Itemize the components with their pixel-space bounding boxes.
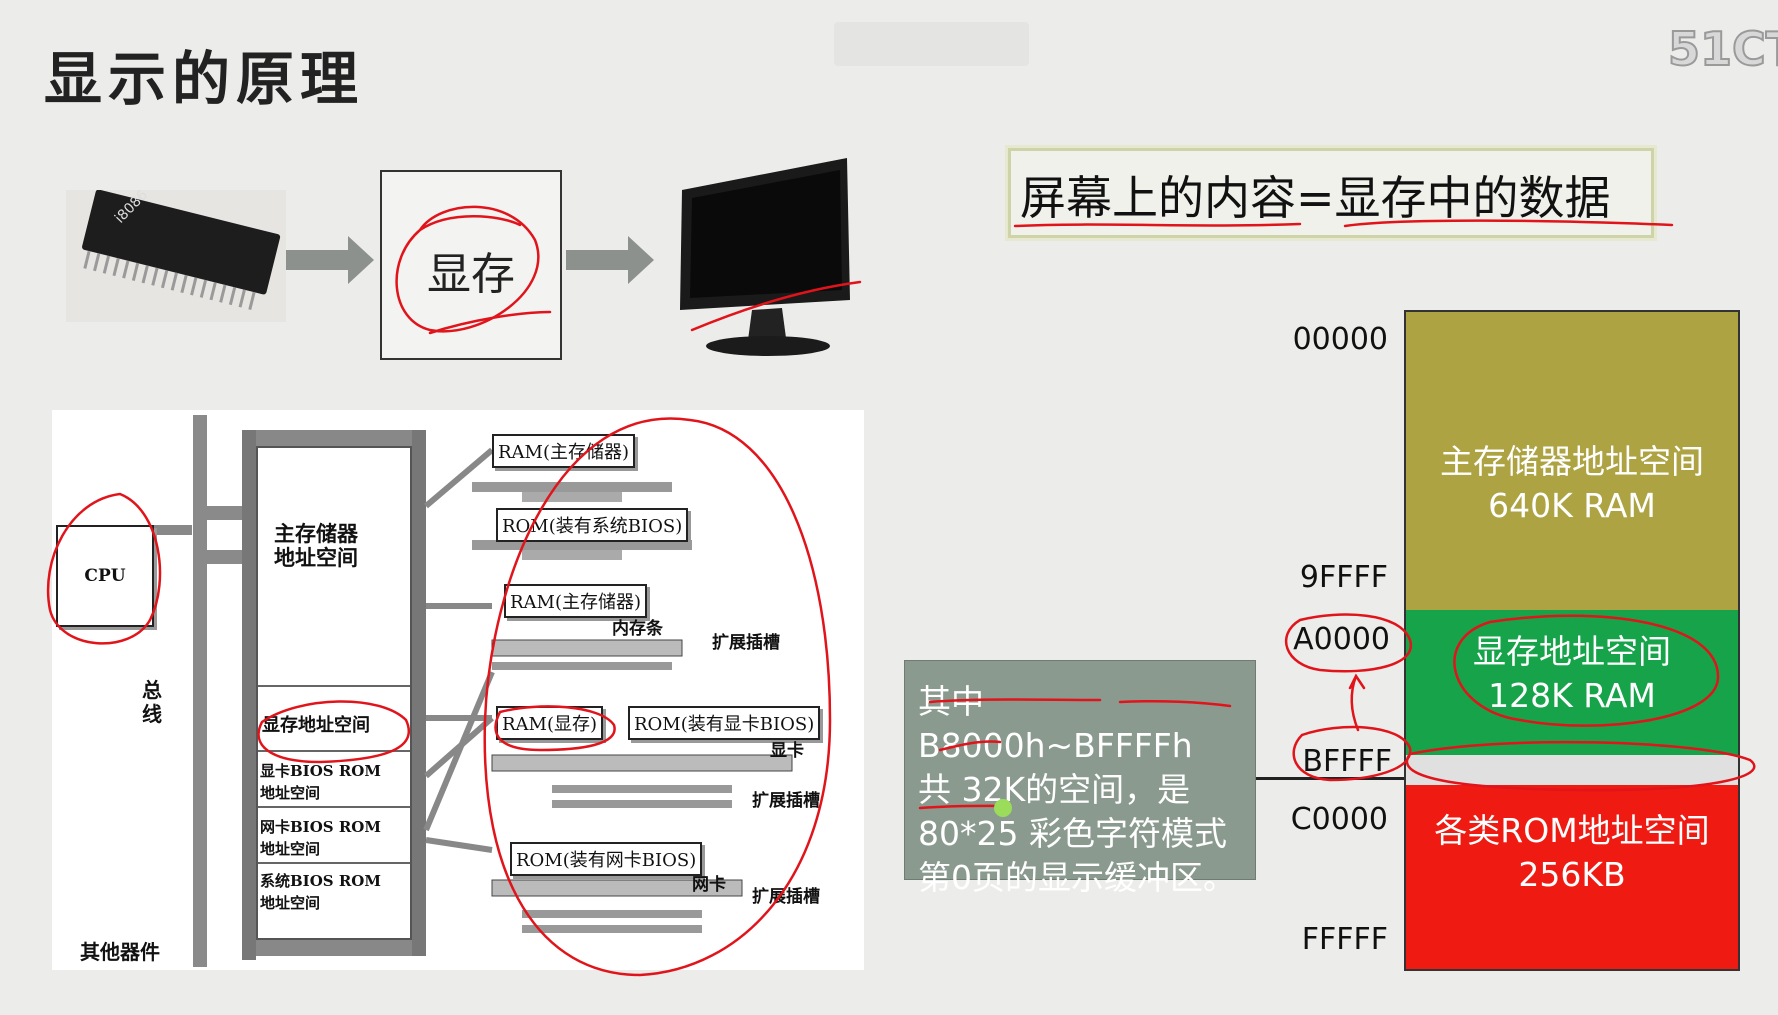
chip-ram-main-2: RAM(主存储器) xyxy=(504,584,648,618)
chip-ram-main: RAM(主存储器) xyxy=(492,434,636,468)
chip-rom-sys-bios: ROM(装有系统BIOS) xyxy=(496,508,689,542)
vram-space-label: 显存地址空间 xyxy=(262,715,370,736)
segment-rom-title: 各类ROM地址空间 xyxy=(1434,811,1710,850)
addr-9ffff: 9FFFF xyxy=(1299,560,1388,595)
divider xyxy=(258,806,410,808)
main-memory-space-label: 主存储器 地址空间 xyxy=(274,521,358,570)
note-text: 其中B8000h~BFFFFh 共 32K的空间，是 80*25 彩色字符模式 … xyxy=(918,680,1254,900)
note-line-1: 其中B8000h~BFFFFh xyxy=(918,682,1193,765)
divider xyxy=(258,685,410,687)
arrow-right-icon xyxy=(566,236,654,284)
chip-rom-vga-bios: ROM(装有显卡BIOS) xyxy=(628,706,821,740)
sys-bios-space-label: 系统BIOS ROM 地址空间 xyxy=(260,872,381,912)
cpu-chip-image: i8086 xyxy=(66,190,286,322)
segment-main-memory: 主存储器地址空间 640K RAM xyxy=(1404,310,1740,610)
segment-rom: 各类ROM地址空间 256KB xyxy=(1404,785,1740,971)
nic-bios-space-label: 网卡BIOS ROM 地址空间 xyxy=(260,818,381,858)
other-devices-label: 其他器件 xyxy=(80,940,160,964)
cpu-block: CPU xyxy=(56,525,154,627)
vga-bios-space-label: 显卡BIOS ROM 地址空间 xyxy=(260,762,381,802)
addr-a0000: A0000 xyxy=(1293,622,1390,657)
segment-vram: 显存地址空间 128K RAM xyxy=(1404,610,1740,755)
addr-c0000: C0000 xyxy=(1290,802,1388,837)
addr-00000: 00000 xyxy=(1292,322,1388,357)
segment-vram-title: 显存地址空间 xyxy=(1473,632,1671,671)
video-control-bar xyxy=(834,22,1029,66)
memory-schematic: CPU 总 线 其他器件 主存储器 地址空间 显存地址空间 显卡BIOS ROM… xyxy=(52,410,864,970)
monitor-icon xyxy=(680,158,850,356)
memory-stick-label: 内存条 xyxy=(612,619,663,639)
chip-ram-vram: RAM(显存) xyxy=(496,706,604,740)
segment-main-size: 640K RAM xyxy=(1488,486,1656,525)
connector-line xyxy=(1254,777,1404,780)
addr-bffff: BFFFF xyxy=(1302,744,1392,779)
expansion-slot-label-2: 扩展插槽 xyxy=(752,791,820,811)
divider xyxy=(258,750,410,752)
expansion-slot-label-1: 扩展插槽 xyxy=(712,633,780,653)
segment-main-title: 主存储器地址空间 xyxy=(1440,442,1704,481)
slide-title: 显示的原理 xyxy=(44,45,365,113)
nic-label: 网卡 xyxy=(692,875,726,895)
note-line-3: 80*25 彩色字符模式 xyxy=(918,814,1227,853)
schematic-lines xyxy=(142,415,793,967)
address-space-column xyxy=(256,446,412,940)
note-line-4: 第0页的显示缓冲区。 xyxy=(918,858,1236,897)
addr-fffff: FFFFF xyxy=(1301,922,1388,957)
arrow-right-icon xyxy=(286,236,374,284)
bus-label: 总 线 xyxy=(142,678,162,726)
divider xyxy=(258,862,410,864)
segment-gap xyxy=(1404,755,1740,785)
chip-rom-nic-bios: ROM(装有网卡BIOS) xyxy=(510,842,703,876)
formula-text: 屏幕上的内容=显存中的数据 xyxy=(1020,171,1611,225)
segment-rom-size: 256KB xyxy=(1518,855,1626,894)
video-card-label: 显卡 xyxy=(770,741,804,761)
note-line-2: 共 32K的空间，是 xyxy=(918,770,1191,809)
segment-vram-size: 128K RAM xyxy=(1488,676,1656,715)
expansion-slot-label-3: 扩展插槽 xyxy=(752,887,820,907)
ink-arrow-bffff-a0000 xyxy=(1348,673,1366,732)
brand-logo: 51CTO xyxy=(1667,21,1778,77)
vram-label: 显存 xyxy=(427,249,515,300)
